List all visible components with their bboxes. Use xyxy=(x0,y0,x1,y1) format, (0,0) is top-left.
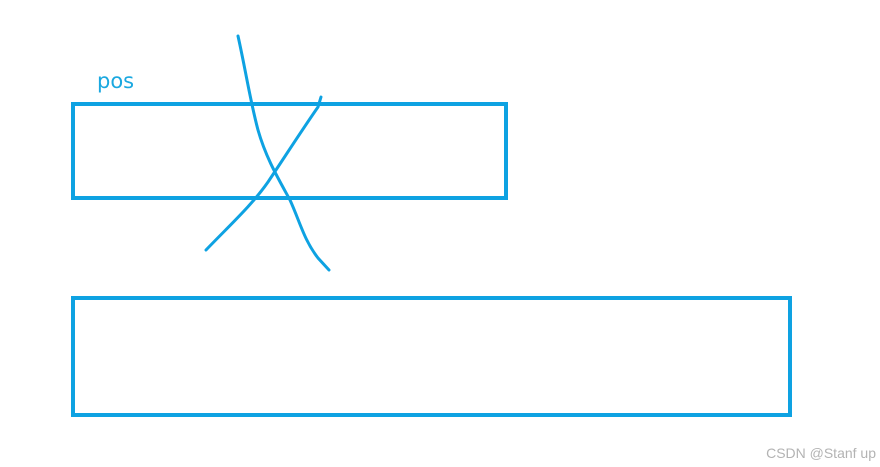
bottom-rectangle xyxy=(71,296,792,417)
cross-stroke-ascending xyxy=(204,95,323,252)
watermark: CSDN @Stanf up xyxy=(766,445,876,461)
cross-out-mark xyxy=(204,34,331,272)
cross-stroke-descending xyxy=(236,34,331,272)
pos-label: pos xyxy=(97,69,134,93)
